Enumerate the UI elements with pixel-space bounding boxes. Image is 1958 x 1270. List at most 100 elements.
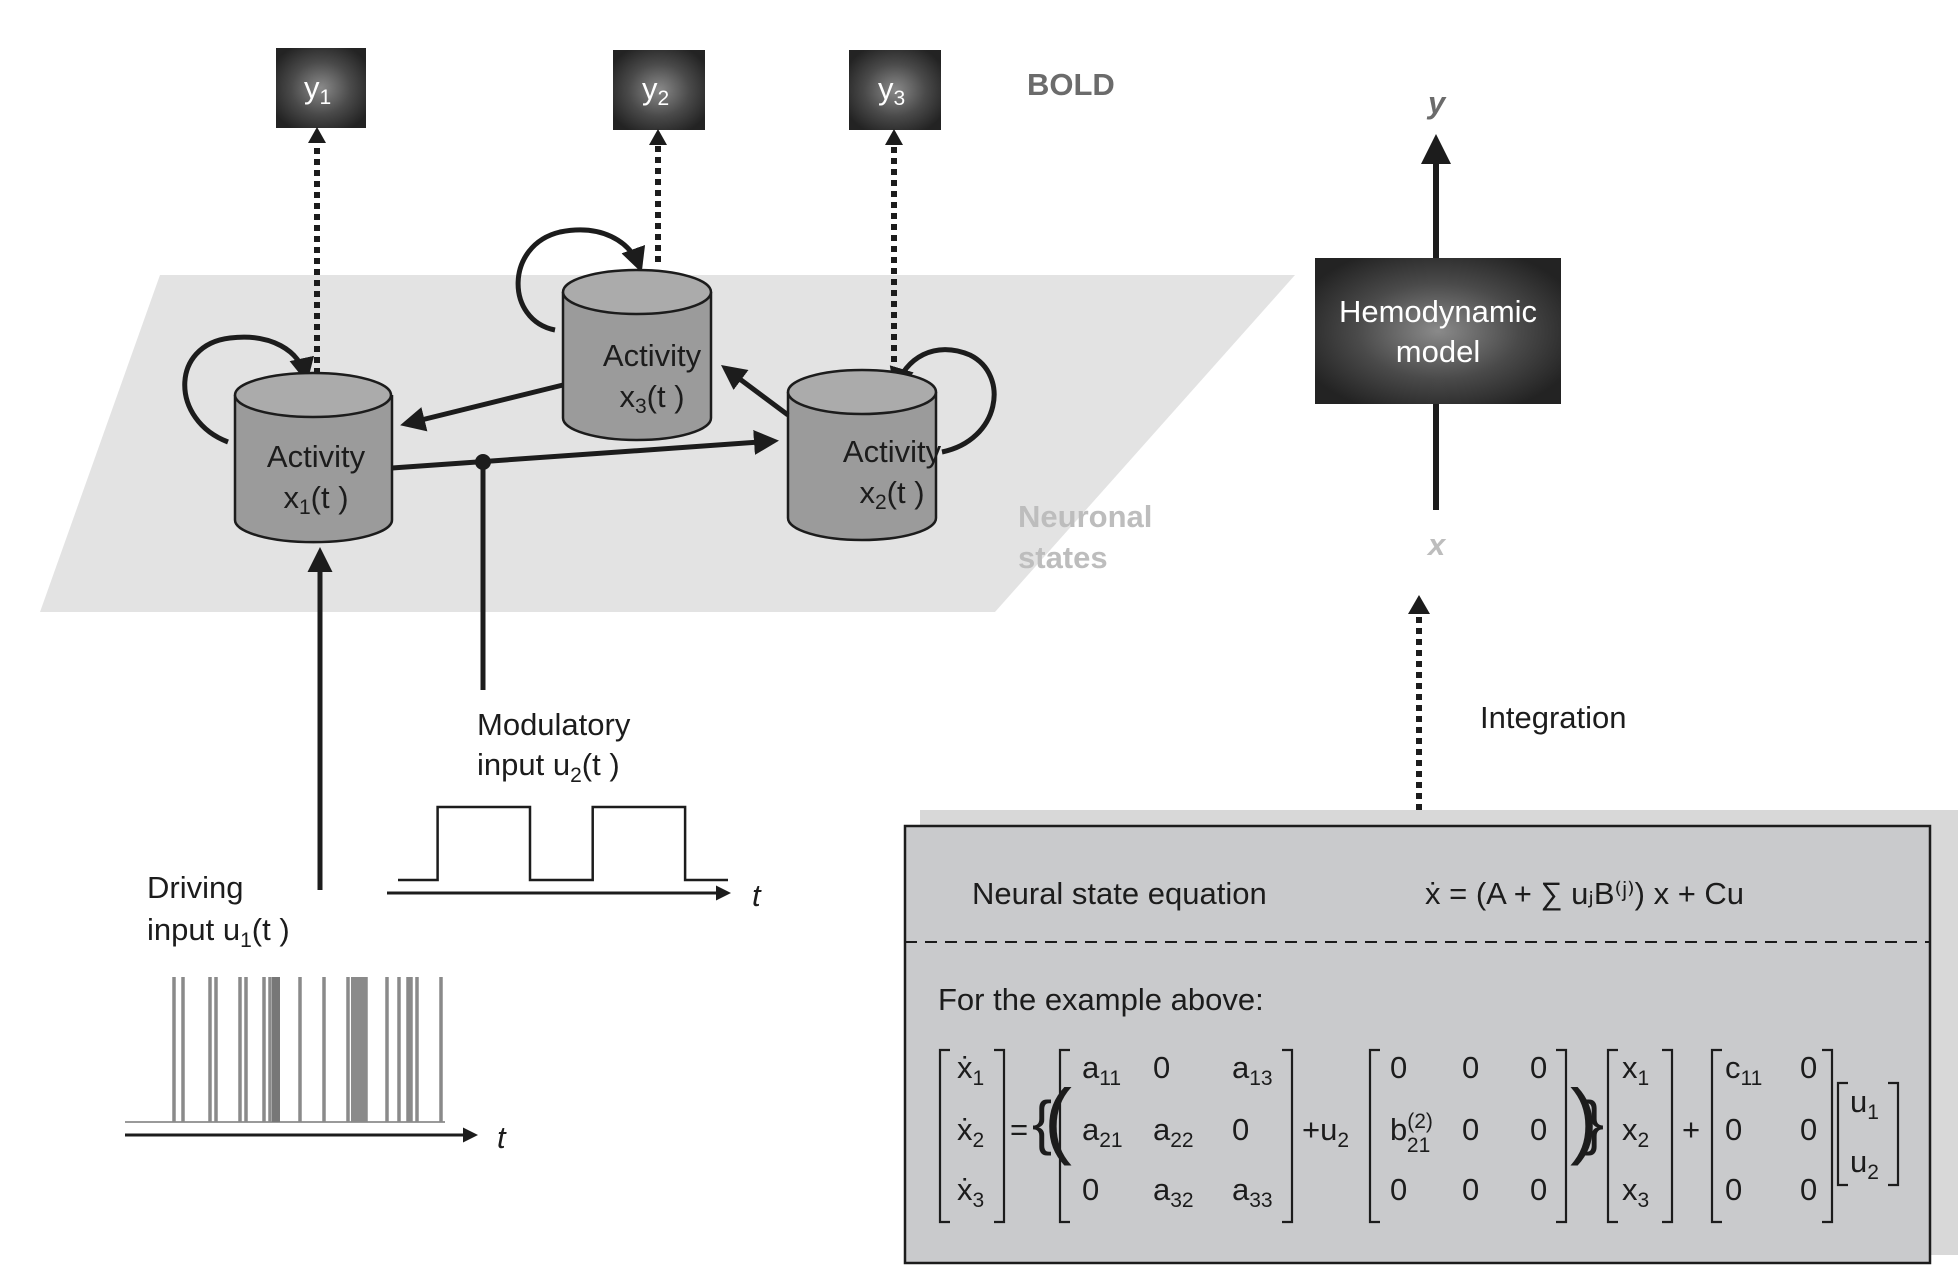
u-cell: u2 xyxy=(1850,1144,1879,1184)
A-matrix-left-bracket xyxy=(1058,1048,1070,1224)
hemodynamic-output-y-label: y xyxy=(1426,85,1447,120)
u-cell: u1 xyxy=(1850,1084,1879,1124)
open-brace: { xyxy=(1032,1089,1052,1156)
region-x1[interactable]: Activity x1(t ) xyxy=(233,371,394,544)
driving-time-label: t xyxy=(497,1120,507,1155)
A-cell: 0 xyxy=(1082,1172,1099,1207)
C-cell: 0 xyxy=(1725,1112,1742,1147)
close-brace: } xyxy=(1584,1089,1604,1156)
connection-x1-to-x2 xyxy=(391,429,779,471)
self-loop-x2 xyxy=(889,347,997,455)
arrowhead-y2 xyxy=(649,129,667,145)
bold-label: BOLD xyxy=(1027,67,1115,102)
B-cell: b(2)21 xyxy=(1390,1110,1433,1157)
region-x3-var: x3(t ) xyxy=(619,379,684,418)
B-matrix-left-bracket xyxy=(1368,1048,1380,1224)
neuronal-states-label-2: states xyxy=(1018,540,1108,575)
C-cell: 0 xyxy=(1800,1172,1817,1207)
xdot-cell: ẋ1 xyxy=(957,1050,984,1090)
equation-box xyxy=(903,824,1932,1265)
region-x3-title: Activity xyxy=(603,338,702,373)
self-loop-x1 xyxy=(182,334,315,445)
modulatory-input-label-1: Modulatory xyxy=(477,707,631,742)
driving-spike-train xyxy=(125,977,445,1123)
modulatory-time-label: t xyxy=(752,878,762,913)
C-matrix-right-bracket xyxy=(1822,1048,1834,1224)
B-matrix-right-bracket xyxy=(1556,1048,1568,1224)
x-vector-left-bracket xyxy=(1606,1048,1618,1224)
B-cell: 0 xyxy=(1530,1050,1547,1085)
A-cell: a13 xyxy=(1232,1050,1273,1090)
region-x2-title: Activity xyxy=(843,434,942,469)
driving-input-label-1: Driving xyxy=(147,870,243,905)
B-cell: 0 xyxy=(1462,1112,1479,1147)
svg-text:y2: y2 xyxy=(642,71,669,110)
connection-x2-to-x3 xyxy=(720,365,790,418)
region-x2[interactable]: Activity x2(t ) xyxy=(786,368,942,542)
x-cell: x1 xyxy=(1622,1050,1649,1090)
modulatory-input-label-2: input u2(t ) xyxy=(477,747,620,787)
modulatory-boxcar-signal xyxy=(398,805,728,882)
A-matrix-right-bracket xyxy=(1282,1048,1294,1224)
arrowhead-y1 xyxy=(308,127,326,143)
close-paren: ) xyxy=(1570,1072,1598,1166)
B-cell: 0 xyxy=(1462,1050,1479,1085)
x-cell: x3 xyxy=(1622,1172,1649,1212)
A-cell: a11 xyxy=(1082,1050,1121,1090)
svg-text:y1: y1 xyxy=(304,70,331,109)
bold-output-y1: y1 xyxy=(276,48,366,128)
A-cell: a33 xyxy=(1232,1172,1273,1212)
neural-state-equation-title: Neural state equation xyxy=(972,876,1267,911)
region-x2-var: x2(t ) xyxy=(859,475,924,514)
u-vector-left-bracket xyxy=(1836,1081,1848,1187)
A-cell: a32 xyxy=(1153,1172,1194,1212)
hemodynamic-input-x-label: x xyxy=(1426,527,1447,562)
plus-sign: + xyxy=(1682,1112,1700,1147)
neuronal-states-label-1: Neuronal xyxy=(1018,499,1152,534)
neural-state-equation: ẋ = (A + ∑ uⱼB⁽ʲ⁾) x + Cu xyxy=(1425,876,1744,911)
B-cell: 0 xyxy=(1530,1112,1547,1147)
modulator-term: +u2 xyxy=(1302,1112,1349,1152)
integration-label: Integration xyxy=(1480,700,1627,735)
bold-output-y2: y2 xyxy=(613,50,705,130)
bold-output-y3: y3 xyxy=(849,50,941,130)
B-cell: 0 xyxy=(1390,1172,1407,1207)
xdot-vector-right-bracket xyxy=(994,1048,1006,1224)
self-loop-x3 xyxy=(515,227,646,333)
x-cell: x2 xyxy=(1622,1112,1649,1152)
svg-text:y3: y3 xyxy=(878,71,905,110)
C-cell: 0 xyxy=(1725,1172,1742,1207)
xdot-cell: ẋ2 xyxy=(957,1112,984,1152)
A-cell: 0 xyxy=(1232,1112,1249,1147)
hemodynamic-title-1: Hemodynamic xyxy=(1339,294,1537,329)
x-vector-right-bracket xyxy=(1662,1048,1674,1224)
u-vector-right-bracket xyxy=(1888,1081,1900,1187)
equals-sign: = xyxy=(1010,1112,1028,1147)
A-cell: 0 xyxy=(1153,1050,1170,1085)
B-cell: 0 xyxy=(1462,1172,1479,1207)
hemodynamic-model-box[interactable]: Hemodynamic model xyxy=(1315,258,1561,404)
region-x1-title: Activity xyxy=(267,439,366,474)
C-matrix-left-bracket xyxy=(1710,1048,1722,1224)
open-paren: ( xyxy=(1044,1072,1072,1166)
xdot-cell: ẋ3 xyxy=(957,1172,984,1212)
A-cell: a22 xyxy=(1153,1112,1194,1152)
C-cell: c11 xyxy=(1725,1050,1762,1090)
C-cell: 0 xyxy=(1800,1112,1817,1147)
xdot-vector-left-bracket xyxy=(938,1048,950,1224)
boxcar-path xyxy=(398,805,728,882)
example-heading: For the example above: xyxy=(938,982,1264,1017)
A-cell: a21 xyxy=(1082,1112,1123,1152)
spike-burst xyxy=(351,977,365,1122)
hemodynamic-title-2: model xyxy=(1396,334,1480,369)
driving-input-label-2: input u1(t ) xyxy=(147,912,290,952)
integration-arrowhead xyxy=(1408,595,1430,614)
region-x3[interactable]: Activity x3(t ) xyxy=(561,268,713,442)
arrowhead-y3 xyxy=(885,129,903,145)
connection-x3-to-x1 xyxy=(400,382,564,432)
C-cell: 0 xyxy=(1800,1050,1817,1085)
spike-burst xyxy=(272,977,280,1122)
B-cell: 0 xyxy=(1390,1050,1407,1085)
